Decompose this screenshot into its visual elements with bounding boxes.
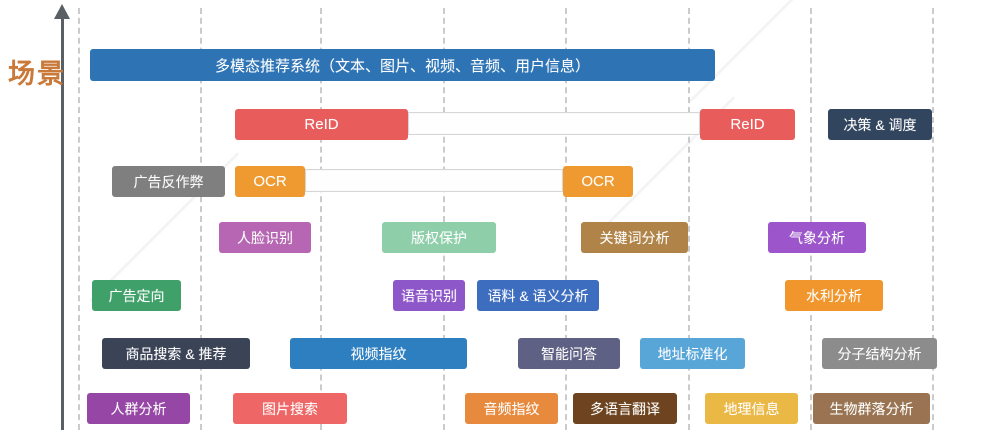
bar-crowd-analysis: 人群分析 [87,393,190,424]
dashed-gridline [688,8,690,430]
bar-ocr-span [305,169,563,192]
dashed-gridline [200,8,202,430]
bar-multimodal-recommendation-system: 多模态推荐系统（文本、图片、视频、音频、用户信息） [90,49,715,81]
bar-ad-targeting: 广告定向 [92,280,181,311]
bar-face-recognition: 人脸识别 [219,222,311,253]
dashed-gridline [443,8,445,430]
scenario-axis-line [61,16,64,430]
bar-reid-span [408,112,700,135]
dashed-gridline [320,8,322,430]
bar-ad-anti-cheat: 广告反作弊 [112,166,225,197]
bar-biome-analysis: 生物群落分析 [813,393,930,424]
dashed-gridline [932,8,934,430]
bar-ocr-right: OCR [563,166,633,197]
bar-product-search-recommendation: 商品搜索 & 推荐 [102,338,250,369]
bar-reid-right: ReID [700,109,795,140]
bar-water-analysis: 水利分析 [785,280,883,311]
bar-multilingual-translation: 多语言翻译 [573,393,677,424]
bar-decision-scheduling: 决策 & 调度 [828,109,932,140]
bar-smart-qa: 智能问答 [518,338,620,369]
dashed-gridline [810,8,812,430]
dashed-gridline [78,8,80,430]
bar-reid-left: ReID [235,109,408,140]
dashed-gridline [565,8,567,430]
bar-ocr-left: OCR [235,166,305,197]
bar-weather-analysis: 气象分析 [768,222,866,253]
bar-molecular-structure-analysis: 分子结构分析 [822,338,937,369]
bar-geographic-info: 地理信息 [705,393,798,424]
bar-address-normalization: 地址标准化 [640,338,745,369]
bar-image-search: 图片搜索 [233,393,347,424]
axis-arrow-icon [54,4,70,19]
bar-speech-recognition: 语音识别 [393,280,465,311]
bar-keyword-analysis: 关键词分析 [581,222,688,253]
bar-audio-fingerprint: 音频指纹 [465,393,558,424]
bar-video-fingerprint: 视频指纹 [290,338,467,369]
bar-corpus-semantic-analysis: 语料 & 语义分析 [477,280,599,311]
bar-copyright-protection: 版权保护 [382,222,496,253]
scenario-axis-label: 场景 [8,59,66,89]
